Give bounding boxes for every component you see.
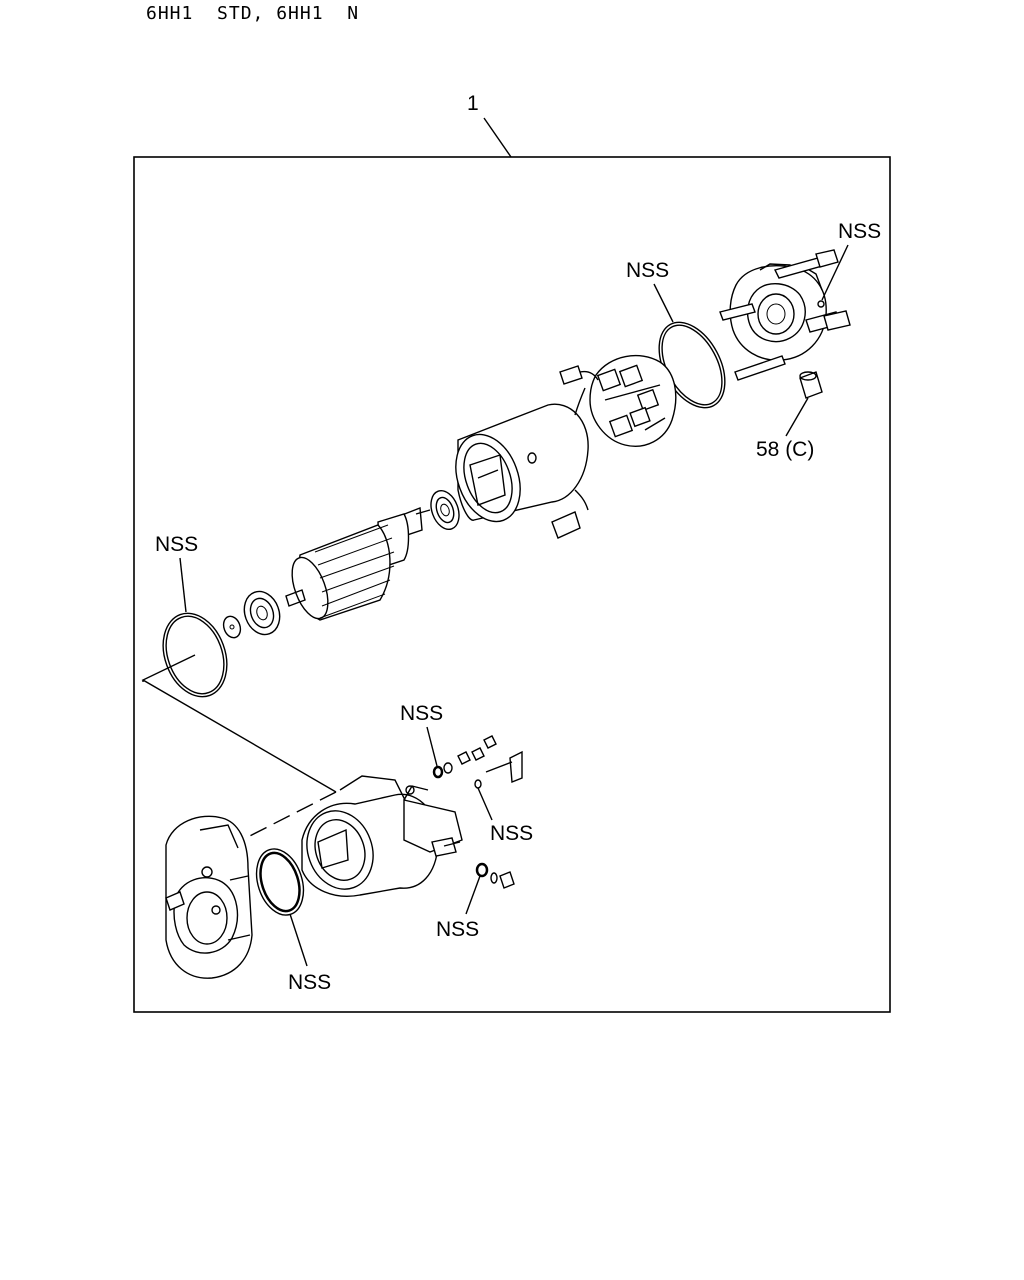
callout-nss-washer-mid-label: NSS bbox=[490, 822, 533, 845]
assembly-leader-line bbox=[483, 117, 512, 158]
callout-nss-washer-low: NSS bbox=[436, 875, 481, 941]
assembly-callout-label: 1 bbox=[467, 92, 479, 115]
terminal-hardware-mid bbox=[474, 779, 482, 789]
callout-nss-housing-seal-label: NSS bbox=[288, 971, 331, 994]
yoke-field-frame bbox=[455, 387, 589, 539]
callout-nss-front-o-ring: NSS bbox=[155, 533, 198, 613]
armature-front-bearing bbox=[243, 590, 281, 636]
through-bolt-lower bbox=[719, 303, 851, 381]
callout-part-58c-label: 58 (C) bbox=[756, 438, 814, 461]
callout-nss-front-o-ring-label: NSS bbox=[155, 533, 198, 556]
armature-rear-bearing bbox=[430, 489, 460, 531]
assembly-path-line bbox=[141, 654, 337, 843]
callout-nss-washer-top: NSS bbox=[400, 702, 443, 767]
brush-holder bbox=[559, 354, 677, 447]
armature bbox=[285, 507, 431, 621]
callout-nss-rear-o-ring: NSS bbox=[626, 259, 674, 323]
center-bracket-solenoid bbox=[301, 775, 463, 897]
callout-nss-washer-low-label: NSS bbox=[436, 918, 479, 941]
callout-nss-rear-o-ring-label: NSS bbox=[626, 259, 669, 282]
armature-thrust-washer bbox=[222, 615, 242, 639]
callout-nss-washer-mid: NSS bbox=[477, 787, 533, 845]
part-58c-fitting bbox=[799, 371, 823, 399]
terminal-hardware-low bbox=[475, 862, 515, 889]
front-o-ring bbox=[162, 612, 228, 698]
callout-nss-rear-bolt: NSS bbox=[821, 220, 881, 301]
nss-rear-small-part bbox=[817, 300, 825, 308]
model-header: 6HH1 STD, 6HH1 N bbox=[146, 3, 360, 24]
through-bolt-upper bbox=[773, 249, 839, 279]
callout-part-58c: 58 (C) bbox=[756, 397, 814, 461]
callout-nss-washer-top-label: NSS bbox=[400, 702, 443, 725]
callout-nss-housing-seal: NSS bbox=[288, 913, 331, 994]
assembly-frame bbox=[133, 156, 891, 1013]
front-bracket-housing bbox=[165, 815, 253, 979]
callout-nss-rear-bolt-label: NSS bbox=[838, 220, 881, 243]
terminal-hardware-top bbox=[432, 735, 523, 784]
